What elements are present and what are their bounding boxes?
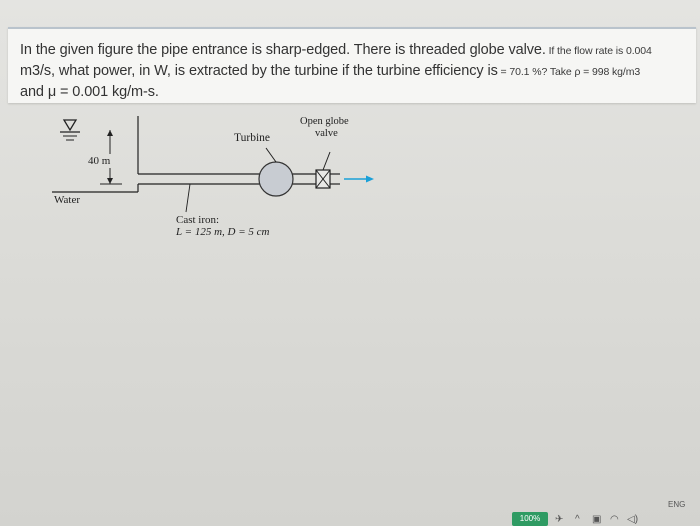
valve-label-line-1: Open globe [300,116,349,127]
globe-valve-icon [315,151,331,189]
question-line-1: In the given figure the pipe entrance is… [20,40,688,61]
turbine-label: Turbine [234,132,270,144]
figure-drawing [52,116,374,213]
pipe [138,173,340,185]
height-label: 40 m [88,155,111,167]
wifi-icon[interactable]: ◠ [610,514,619,525]
question-line-1-small: If the flow rate is 0.004 [545,45,652,57]
question-line-1-main: In the given figure the pipe entrance is… [20,42,546,58]
message-icon[interactable]: ▣ [592,514,602,525]
pipe-dimensions-label: L = 125 m, D = 5 cm [176,226,270,238]
question-text: In the given figure the pipe entrance is… [20,40,688,102]
turbine-icon [258,161,294,197]
question-line-2-main: m3/s, what power, in W, is extracted by … [20,63,498,79]
flow-arrow-icon [344,175,374,183]
chevron-up-icon[interactable]: ^ [575,514,580,525]
pipe-material-label: Cast iron: [176,214,220,226]
network-icon[interactable]: ✈ [555,514,564,525]
valve-label-line-2: valve [315,128,338,139]
height-dimension [100,130,122,185]
volume-icon[interactable]: ◁) [627,514,639,525]
question-line-2: m3/s, what power, in W, is extracted by … [20,61,688,82]
question-line-2-small: = 70.1 %? Take ρ = 998 kg/m3 [497,66,641,78]
battery-indicator[interactable]: 100% [512,512,548,526]
pipe-turbine-figure: 40 m Water Turbine Open globe valve Cast… [40,108,400,258]
water-label: Water [54,194,80,206]
question-card: In the given figure the pipe entrance is… [8,27,696,103]
language-indicator[interactable]: ENG [668,500,686,509]
question-line-3: and μ = 0.001 kg/m-s. [20,84,159,100]
water-surface-symbol [60,119,80,141]
